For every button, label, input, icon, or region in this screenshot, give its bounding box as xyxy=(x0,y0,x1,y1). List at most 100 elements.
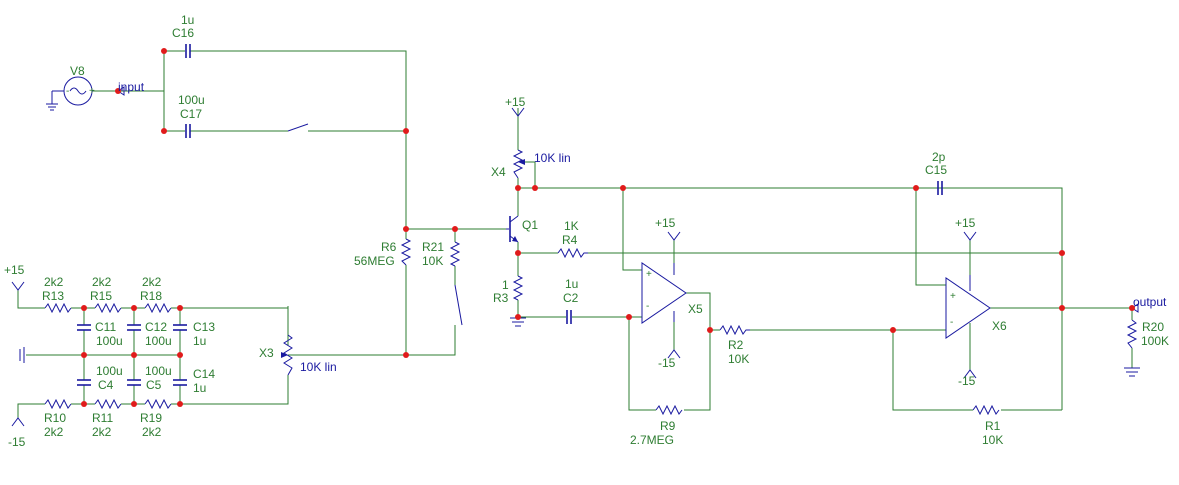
input-flag xyxy=(117,86,125,96)
r9-resistor xyxy=(655,404,683,416)
r6-value: 56MEG xyxy=(354,254,395,268)
r21-resistor xyxy=(449,241,461,267)
v8-minus: - xyxy=(66,86,69,97)
x6-plus: + xyxy=(950,291,956,302)
output-flag xyxy=(1131,303,1139,313)
x3-pot xyxy=(283,334,293,376)
c4-value: 100u xyxy=(96,364,123,378)
r15-resistor xyxy=(94,302,122,314)
v8-source xyxy=(46,76,93,111)
r19-value: 2k2 xyxy=(142,425,162,439)
c14-capacitor xyxy=(173,379,187,386)
q1-name: Q1 xyxy=(522,218,538,232)
x4-pot xyxy=(512,149,524,179)
r3-resistor xyxy=(512,275,524,301)
c14-name: C14 xyxy=(193,367,215,381)
junction-dots xyxy=(81,48,1135,407)
c4-capacitor xyxy=(77,379,91,386)
c2-value: 1u xyxy=(565,277,578,291)
c12-name: C12 xyxy=(145,320,167,334)
c13-capacitor xyxy=(173,324,187,331)
c11-capacitor xyxy=(77,324,91,331)
r11-resistor xyxy=(94,398,122,410)
r11-value: 2k2 xyxy=(92,425,112,439)
c5-capacitor xyxy=(127,379,141,386)
r20-value: 100K xyxy=(1141,334,1169,348)
r15-name: R15 xyxy=(90,289,112,303)
r9-value: 2.7MEG xyxy=(630,433,674,447)
x5-name: X5 xyxy=(688,302,703,316)
r9-name: R9 xyxy=(660,419,676,433)
r15-value: 2k2 xyxy=(92,275,112,289)
x6-vpos-label: +15 xyxy=(955,216,976,230)
x6-minus: - xyxy=(950,317,953,328)
v8-name: V8 xyxy=(70,64,85,78)
r4-resistor xyxy=(557,247,588,259)
c15-name: C15 xyxy=(925,163,947,177)
r20-name: R20 xyxy=(1142,320,1164,334)
c5-value: 100u xyxy=(145,364,172,378)
c12-capacitor xyxy=(127,324,141,331)
c11-value: 100u xyxy=(96,334,123,348)
c17-capacitor xyxy=(185,124,191,138)
x3-wiper xyxy=(281,352,288,358)
c5-name: C5 xyxy=(146,378,162,392)
x6-name: X6 xyxy=(992,319,1007,333)
r21-value: 10K xyxy=(422,254,443,268)
c16-value: 1u xyxy=(181,13,194,27)
r10-value: 2k2 xyxy=(44,425,64,439)
x3-name: X3 xyxy=(259,346,274,360)
r10-resistor xyxy=(44,398,72,410)
switch-right xyxy=(454,284,463,330)
bias-vneg-label: -15 xyxy=(8,435,26,449)
ground-symbols xyxy=(19,317,1140,377)
x5-minus: - xyxy=(646,301,649,312)
x5-vpos-label: +15 xyxy=(655,216,676,230)
r2-value: 10K xyxy=(728,352,749,366)
supply-terminals xyxy=(11,107,977,427)
x5-opamp xyxy=(641,262,687,324)
x5-vneg-label: -15 xyxy=(658,356,676,370)
c16-capacitor xyxy=(185,44,191,58)
x5-plus: + xyxy=(646,269,652,280)
bias-vpos-label: +15 xyxy=(4,263,25,277)
x6-opamp xyxy=(945,275,991,339)
q1-transistor xyxy=(506,215,519,243)
wires xyxy=(17,50,1133,418)
r2-name: R2 xyxy=(728,338,744,352)
c17-name: C17 xyxy=(180,107,202,121)
c15-value: 2p xyxy=(932,150,946,164)
r18-resistor xyxy=(144,302,172,314)
c13-value: 1u xyxy=(193,334,206,348)
r4-value: 1K xyxy=(564,219,579,233)
r20-resistor xyxy=(1126,319,1138,349)
r19-resistor xyxy=(144,398,172,410)
x3-value: 10K lin xyxy=(300,360,337,374)
r3-value: 1 xyxy=(502,278,509,292)
r19-name: R19 xyxy=(140,411,162,425)
c13-name: C13 xyxy=(193,320,215,334)
c4-name: C4 xyxy=(98,378,114,392)
r18-name: R18 xyxy=(140,289,162,303)
c12-value: 100u xyxy=(145,334,172,348)
labels: - + + - + - input output +15 +15 -15 +15… xyxy=(4,13,1169,449)
r11-name: R11 xyxy=(92,411,113,425)
c11-name: C11 xyxy=(95,320,116,334)
r4-name: R4 xyxy=(562,233,578,247)
x4-value: 10K lin xyxy=(534,151,571,165)
x4-wiper xyxy=(518,159,525,165)
r1-resistor xyxy=(972,404,1000,416)
c2-capacitor xyxy=(566,310,572,324)
r1-value: 10K xyxy=(982,433,1003,447)
output-net-label: output xyxy=(1133,295,1167,309)
q1-supply-label: +15 xyxy=(505,95,526,109)
r1-name: R1 xyxy=(985,419,1001,433)
c15-capacitor xyxy=(937,181,943,195)
r21-name: R21 xyxy=(422,240,444,254)
r3-name: R3 xyxy=(493,291,509,305)
r6-name: R6 xyxy=(381,240,397,254)
x6-vneg-label: -15 xyxy=(958,374,976,388)
r6-resistor xyxy=(400,238,412,266)
r10-name: R10 xyxy=(44,411,66,425)
